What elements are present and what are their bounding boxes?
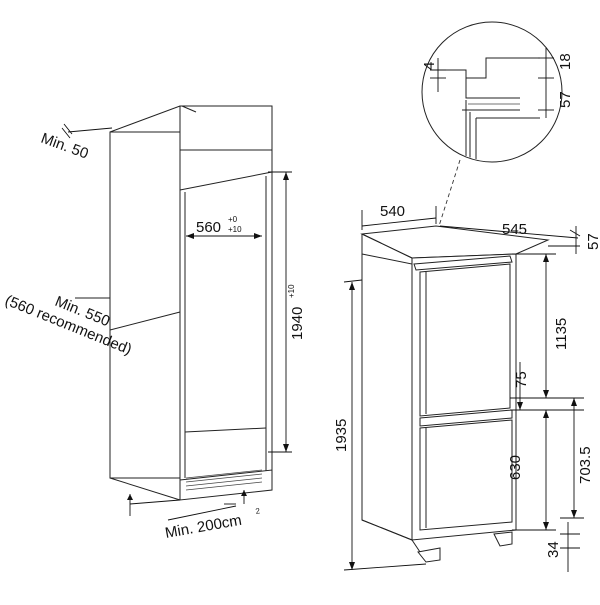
detail-top-profile-label: 18	[557, 53, 574, 70]
dim-lower-section: 703.5	[560, 398, 594, 519]
appliance-width-label: 540	[380, 203, 405, 220]
freezer-door	[419, 419, 513, 531]
niche-width-tol-top: +0	[228, 215, 238, 224]
door-gap-label: 75	[513, 371, 530, 388]
fridge-door-label: 1135	[553, 318, 570, 350]
niche-height-label: 1940	[289, 307, 306, 340]
dim-appliance-top-offset: 57	[575, 226, 600, 254]
dim-plinth: 34	[545, 522, 580, 572]
niche-top-edge	[179, 171, 273, 191]
dim-appliance-width: 540	[361, 203, 437, 230]
vent-grille	[185, 469, 263, 491]
dim-freezer-door: 630	[507, 410, 556, 531]
front-foot	[417, 547, 441, 563]
fridge-door	[419, 263, 511, 417]
middle-hinge	[419, 409, 513, 427]
depth-ref-line	[109, 311, 181, 331]
appliance-depth-label: 545	[502, 221, 527, 238]
plinth	[179, 469, 273, 501]
lower-section-label: 703.5	[577, 446, 594, 484]
appliance-left-side	[361, 253, 413, 541]
detail-leader	[431, 159, 461, 249]
dim-appliance-depth: 545	[439, 221, 581, 247]
vent-area-exp: 2	[255, 506, 261, 516]
detail-circle: 4 18 57	[421, 21, 574, 163]
detail-circle-outline	[421, 21, 563, 163]
niche-width-tol-bottom: +10	[228, 225, 242, 234]
cabinet-top-front	[179, 105, 273, 151]
dim-total-height: 1935	[333, 279, 427, 571]
cabinet-top-edge	[181, 105, 197, 113]
top-hinge-strip	[413, 255, 513, 271]
detail-gap-label: 4	[421, 62, 438, 70]
detail-profile	[430, 57, 540, 161]
dim-niche-height: 1940 +10	[268, 171, 306, 453]
total-height-label: 1935	[333, 419, 350, 452]
dim-niche-width: 560 +0 +10	[186, 215, 262, 239]
niche-opening	[179, 149, 273, 481]
detail-profile-height-label: 57	[557, 91, 574, 108]
cabinet-bottom-edge	[109, 477, 181, 501]
cabinet-left-side	[109, 131, 181, 479]
dim-fridge-door: 1135	[512, 253, 570, 398]
plinth-label: 34	[545, 541, 562, 558]
niche-width-label: 560	[196, 219, 221, 236]
vent-area-label: Min. 200cm	[164, 512, 243, 542]
dim-door-gap: 75	[510, 362, 584, 411]
appliance	[360, 225, 550, 563]
niche-floor-line	[184, 427, 267, 433]
min-top-clearance-label: Min. 50	[39, 130, 91, 163]
rear-foot	[493, 531, 513, 547]
niche-cabinet	[75, 105, 273, 501]
freezer-door-label: 630	[507, 455, 524, 480]
niche-height-tol: +10	[287, 284, 296, 298]
dim-min-top-clearance: Min. 50	[39, 123, 113, 163]
appliance-top-offset-label: 57	[585, 233, 600, 250]
